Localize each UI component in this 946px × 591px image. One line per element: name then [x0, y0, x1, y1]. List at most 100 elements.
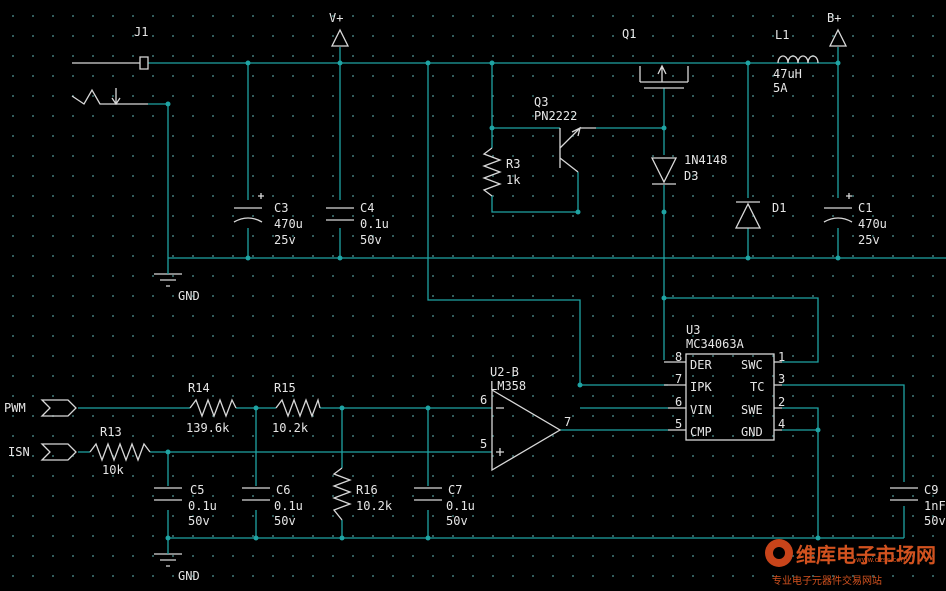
- pin-der-number: 8: [675, 350, 682, 364]
- port-pwm-flag: [40, 399, 77, 417]
- pin-vin-number: 6: [675, 395, 682, 409]
- capacitor-c6-symbol: [242, 487, 270, 501]
- port-isn-flag: [40, 443, 77, 461]
- resistor-r13-symbol: [89, 442, 151, 462]
- inductor-l1-symbol: [777, 55, 819, 64]
- label-r15-value: 10.2k: [272, 421, 309, 435]
- label-u2b-part: LM358: [490, 379, 526, 393]
- label-gnd-bottom: GND: [178, 569, 200, 583]
- label-r3-value: 1k: [506, 173, 521, 187]
- resistor-r15-symbol: [275, 397, 321, 418]
- label-r13-value: 10k: [102, 463, 124, 477]
- ground-symbol-top: [154, 258, 182, 287]
- label-d1: D1: [772, 201, 786, 215]
- label-r3: R3: [506, 157, 520, 171]
- opamp-u2b-symbol: [491, 388, 562, 472]
- label-bplus: B+: [827, 11, 841, 25]
- label-c9-voltage: 50v: [924, 514, 946, 528]
- label-c6-voltage: 50v: [274, 514, 296, 528]
- diode-d3-symbol: [650, 157, 678, 185]
- pin-tc-label: TC: [750, 380, 764, 394]
- label-c6: C6: [276, 483, 290, 497]
- label-c1-value: 470u: [858, 217, 887, 231]
- label-c7-voltage: 50v: [446, 514, 468, 528]
- pin-cmp-number: 5: [675, 417, 682, 431]
- label-r13: R13: [100, 425, 122, 439]
- ic-u3-pins: [664, 361, 782, 431]
- label-c5-voltage: 50v: [188, 514, 210, 528]
- label-r16-value: 10.2k: [356, 499, 393, 513]
- label-d3: D3: [684, 169, 698, 183]
- label-r16: R16: [356, 483, 378, 497]
- capacitor-c1-symbol: [823, 193, 853, 223]
- capacitor-c9-symbol: [890, 487, 918, 501]
- label-c7-value: 0.1u: [446, 499, 475, 513]
- pin-swc-number: 1: [778, 350, 785, 364]
- label-j1: J1: [134, 25, 148, 39]
- label-gnd-top: GND: [178, 289, 200, 303]
- pin-gnd-label: GND: [741, 425, 763, 439]
- watermark-subtitle: 专业电子元器件交易网站: [772, 574, 882, 587]
- pin-swe-number: 2: [778, 395, 785, 409]
- capacitor-c7-symbol: [414, 487, 442, 501]
- opamp-pin7-number: 7: [564, 415, 571, 429]
- label-port-pwm: PWM: [4, 401, 26, 415]
- label-c4-voltage: 50v: [360, 233, 382, 247]
- jack-j1-symbol: [71, 56, 149, 106]
- label-r14-value: 139.6k: [186, 421, 230, 435]
- label-q3-part: PN2222: [534, 109, 577, 123]
- capacitor-c5-symbol: [154, 487, 182, 501]
- label-c4: C4: [360, 201, 374, 215]
- label-c4-value: 0.1u: [360, 217, 389, 231]
- pin-ipk-label: IPK: [690, 380, 712, 394]
- label-c9: C9: [924, 483, 938, 497]
- junctions: [165, 60, 841, 541]
- label-q1: Q1: [622, 27, 636, 41]
- mosfet-q1-symbol: [639, 64, 689, 89]
- vplus-arrow: [330, 28, 350, 47]
- label-c3-voltage: 25v: [274, 233, 296, 247]
- label-port-isn: ISN: [8, 445, 30, 459]
- pin-ipk-number: 7: [675, 372, 682, 386]
- capacitor-c3-symbol: [233, 193, 264, 223]
- label-u2b: U2-B: [490, 365, 519, 379]
- pin-tc-number: 3: [778, 372, 785, 386]
- label-c1-voltage: 25v: [858, 233, 880, 247]
- pin-cmp-label: CMP: [690, 425, 712, 439]
- pin-vin-label: VIN: [690, 403, 712, 417]
- pin-swc-label: SWC: [741, 358, 763, 372]
- diode-d1-symbol: [734, 201, 762, 229]
- opamp-pin6-number: 6: [480, 393, 487, 407]
- label-l1-current: 5A: [773, 81, 788, 95]
- pin-gnd-number: 4: [778, 417, 785, 431]
- label-d3-part: 1N4148: [684, 153, 727, 167]
- watermark-url: www.dzsc.com: [856, 556, 908, 564]
- label-u3: U3: [686, 323, 700, 337]
- transistor-q3-symbol: [559, 126, 596, 173]
- bplus-arrow: [828, 28, 848, 47]
- label-r14: R14: [188, 381, 210, 395]
- wires: [78, 47, 946, 539]
- ic-u3-body: [685, 353, 775, 441]
- resistor-r3-symbol: [482, 147, 502, 197]
- label-c3: C3: [274, 201, 288, 215]
- label-c3-value: 470u: [274, 217, 303, 231]
- capacitor-c4-symbol: [326, 207, 354, 221]
- opamp-pin5-number: 5: [480, 437, 487, 451]
- resistor-r16-symbol: [332, 467, 352, 521]
- label-r15: R15: [274, 381, 296, 395]
- label-u3-part: MC34063A: [686, 337, 745, 351]
- watermark-logo: 维库电子市场网 www.dzsc.com 专业电子元器件交易网站: [765, 539, 936, 587]
- label-l1-value: 47uH: [773, 67, 802, 81]
- resistor-r14-symbol: [189, 398, 237, 418]
- pin-der-label: DER: [690, 358, 712, 372]
- label-q3: Q3: [534, 95, 548, 109]
- label-c5-value: 0.1u: [188, 499, 217, 513]
- label-c7: C7: [448, 483, 462, 497]
- label-l1: L1: [775, 28, 789, 42]
- label-c9-value: 1nF: [924, 499, 946, 513]
- ground-symbol-bottom: [154, 538, 182, 567]
- label-c1: C1: [858, 201, 872, 215]
